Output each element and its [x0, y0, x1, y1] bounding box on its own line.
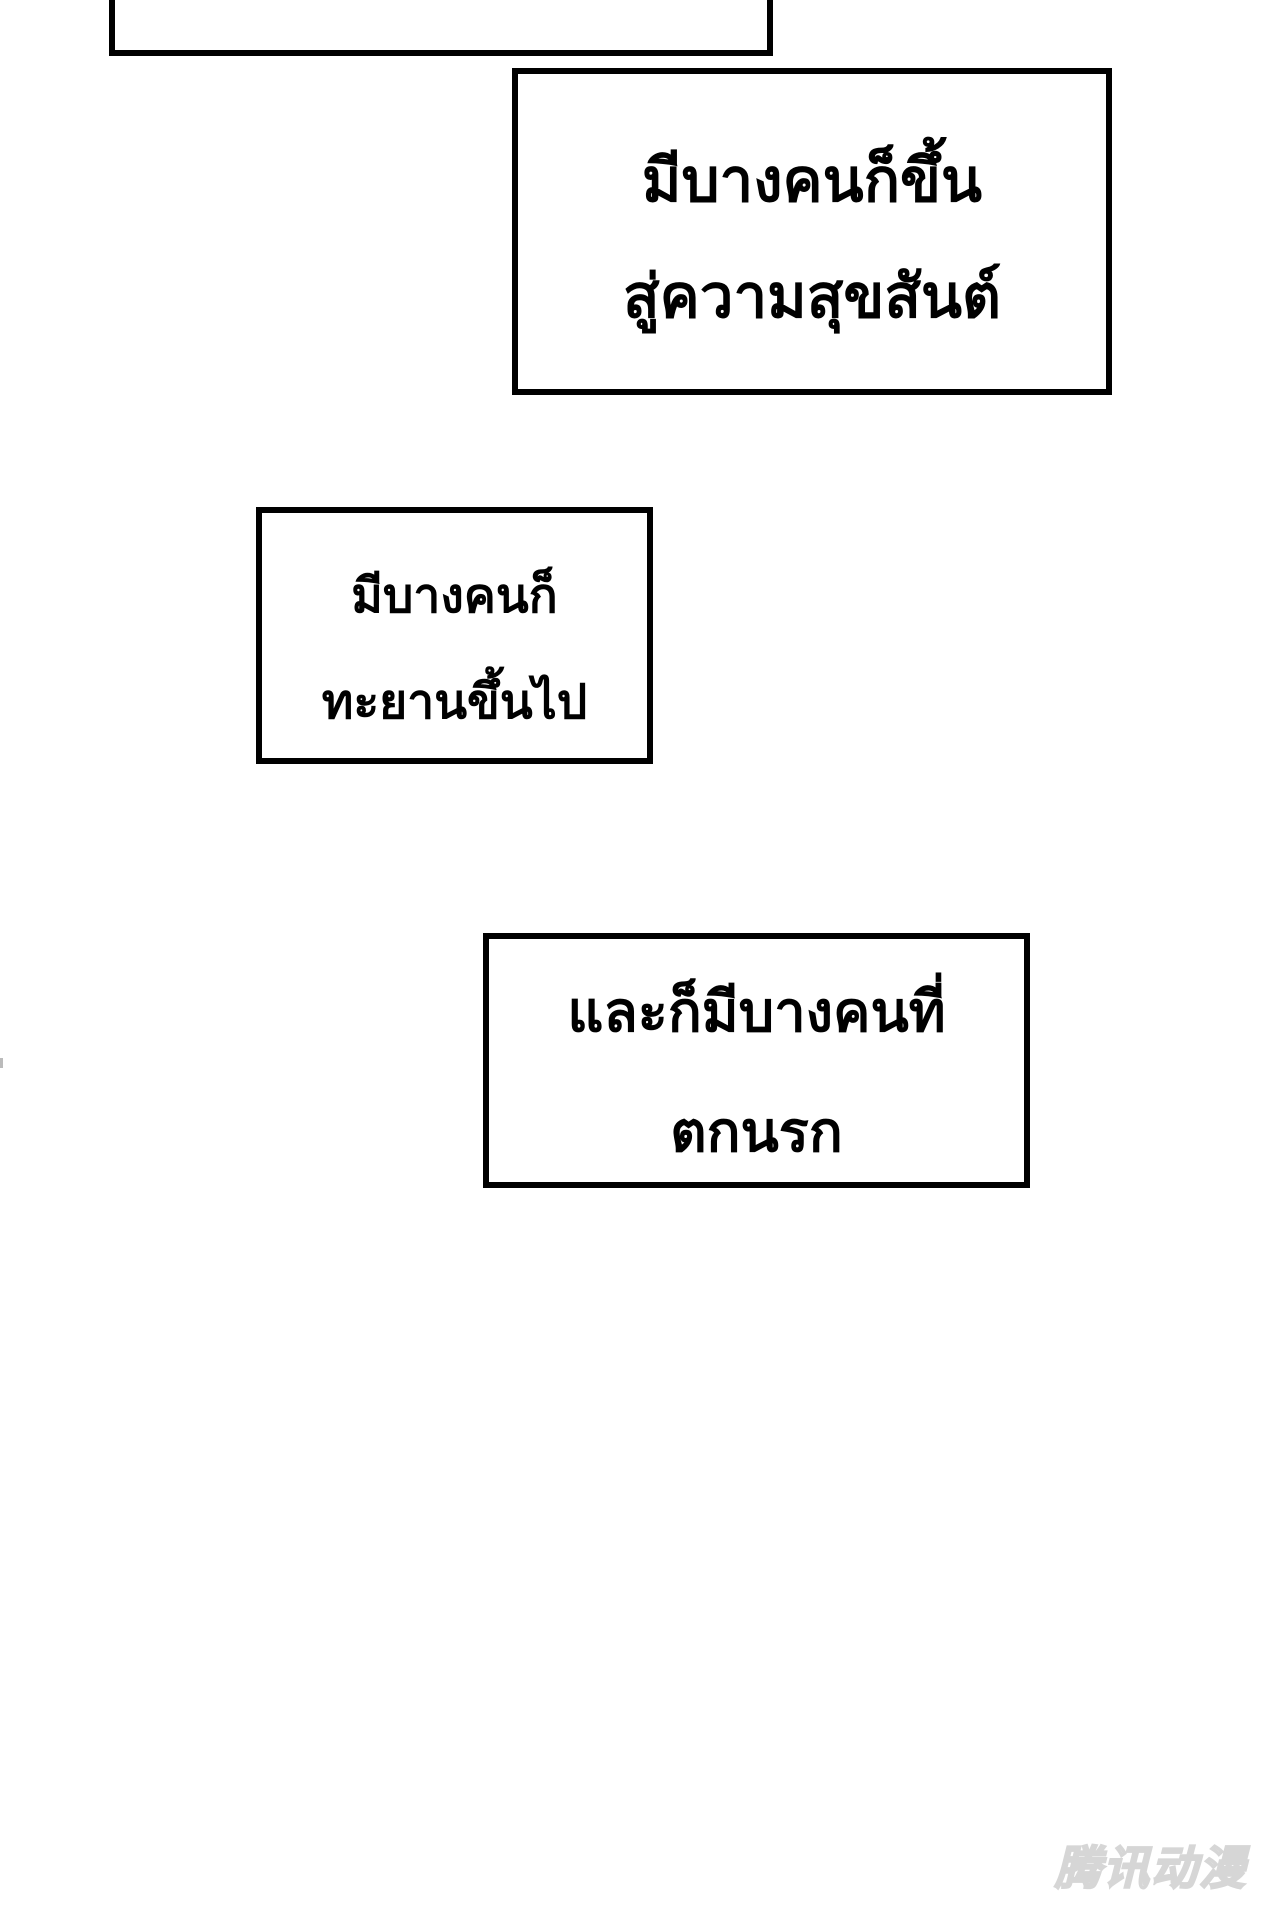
caption-line: สู่ความสุขสันต์	[623, 261, 1001, 332]
caption-box-soaring: มีบางคนก็ ทะยานขึ้นไป	[256, 507, 653, 764]
caption-line: ทะยานขึ้นไป	[321, 673, 588, 730]
edge-artifact	[0, 1058, 3, 1068]
caption-box-top-partial	[109, 0, 773, 56]
caption-box-hell: และก็มีบางคนที่ ตกนรก	[483, 933, 1030, 1188]
caption-line: ตกนรก	[670, 1099, 843, 1165]
caption-line: มีบางคนก็	[351, 567, 558, 624]
caption-line: มีบางคนก็ขึ้น	[641, 145, 983, 216]
watermark-logo: 腾讯动漫	[1054, 1840, 1247, 1896]
caption-line: และก็มีบางคนที่	[567, 979, 946, 1045]
caption-box-happiness: มีบางคนก็ขึ้น สู่ความสุขสันต์	[512, 68, 1112, 395]
